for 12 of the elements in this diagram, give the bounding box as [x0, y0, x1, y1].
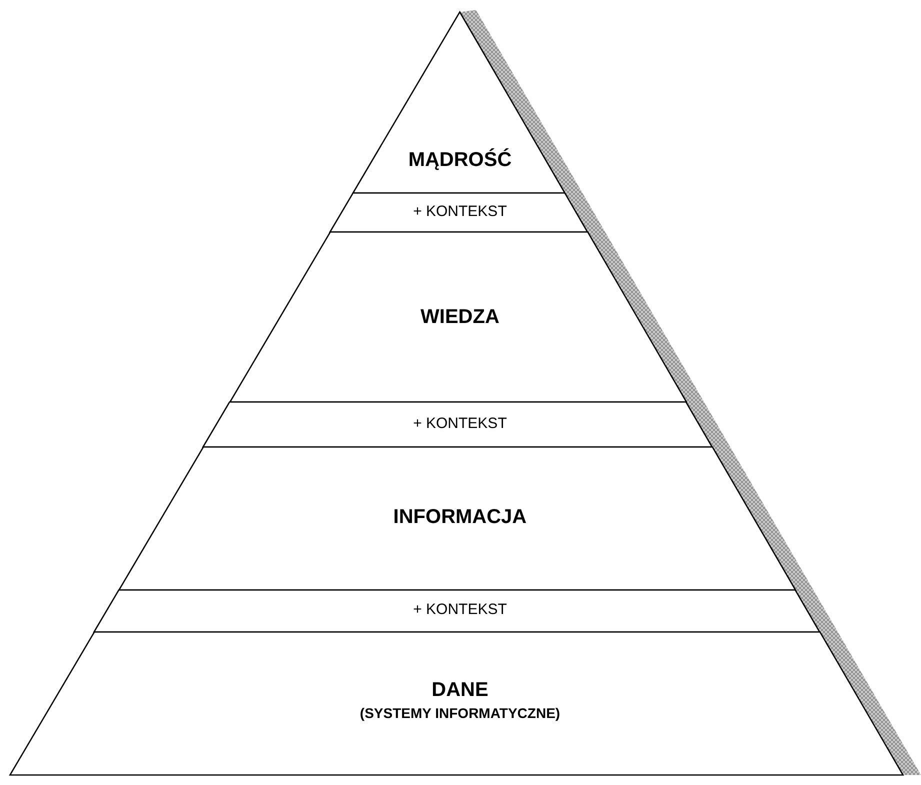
- context-label: + KONTEKST: [412, 415, 508, 433]
- pyramid-level: [203, 402, 713, 447]
- pyramid-level: [94, 590, 820, 632]
- level-title: WIEDZA: [420, 305, 500, 329]
- context-label: + KONTEKST: [412, 203, 508, 221]
- pyramid-level: [10, 632, 903, 775]
- context-label: + KONTEKST: [412, 601, 508, 619]
- level-title: MĄDROŚĆ: [407, 148, 513, 172]
- pyramid-level: [119, 447, 796, 590]
- level-title: INFORMACJA: [392, 505, 528, 529]
- level-subtitle: (SYSTEMY INFORMATYCZNE): [358, 704, 562, 722]
- level-title: DANE: [430, 678, 490, 702]
